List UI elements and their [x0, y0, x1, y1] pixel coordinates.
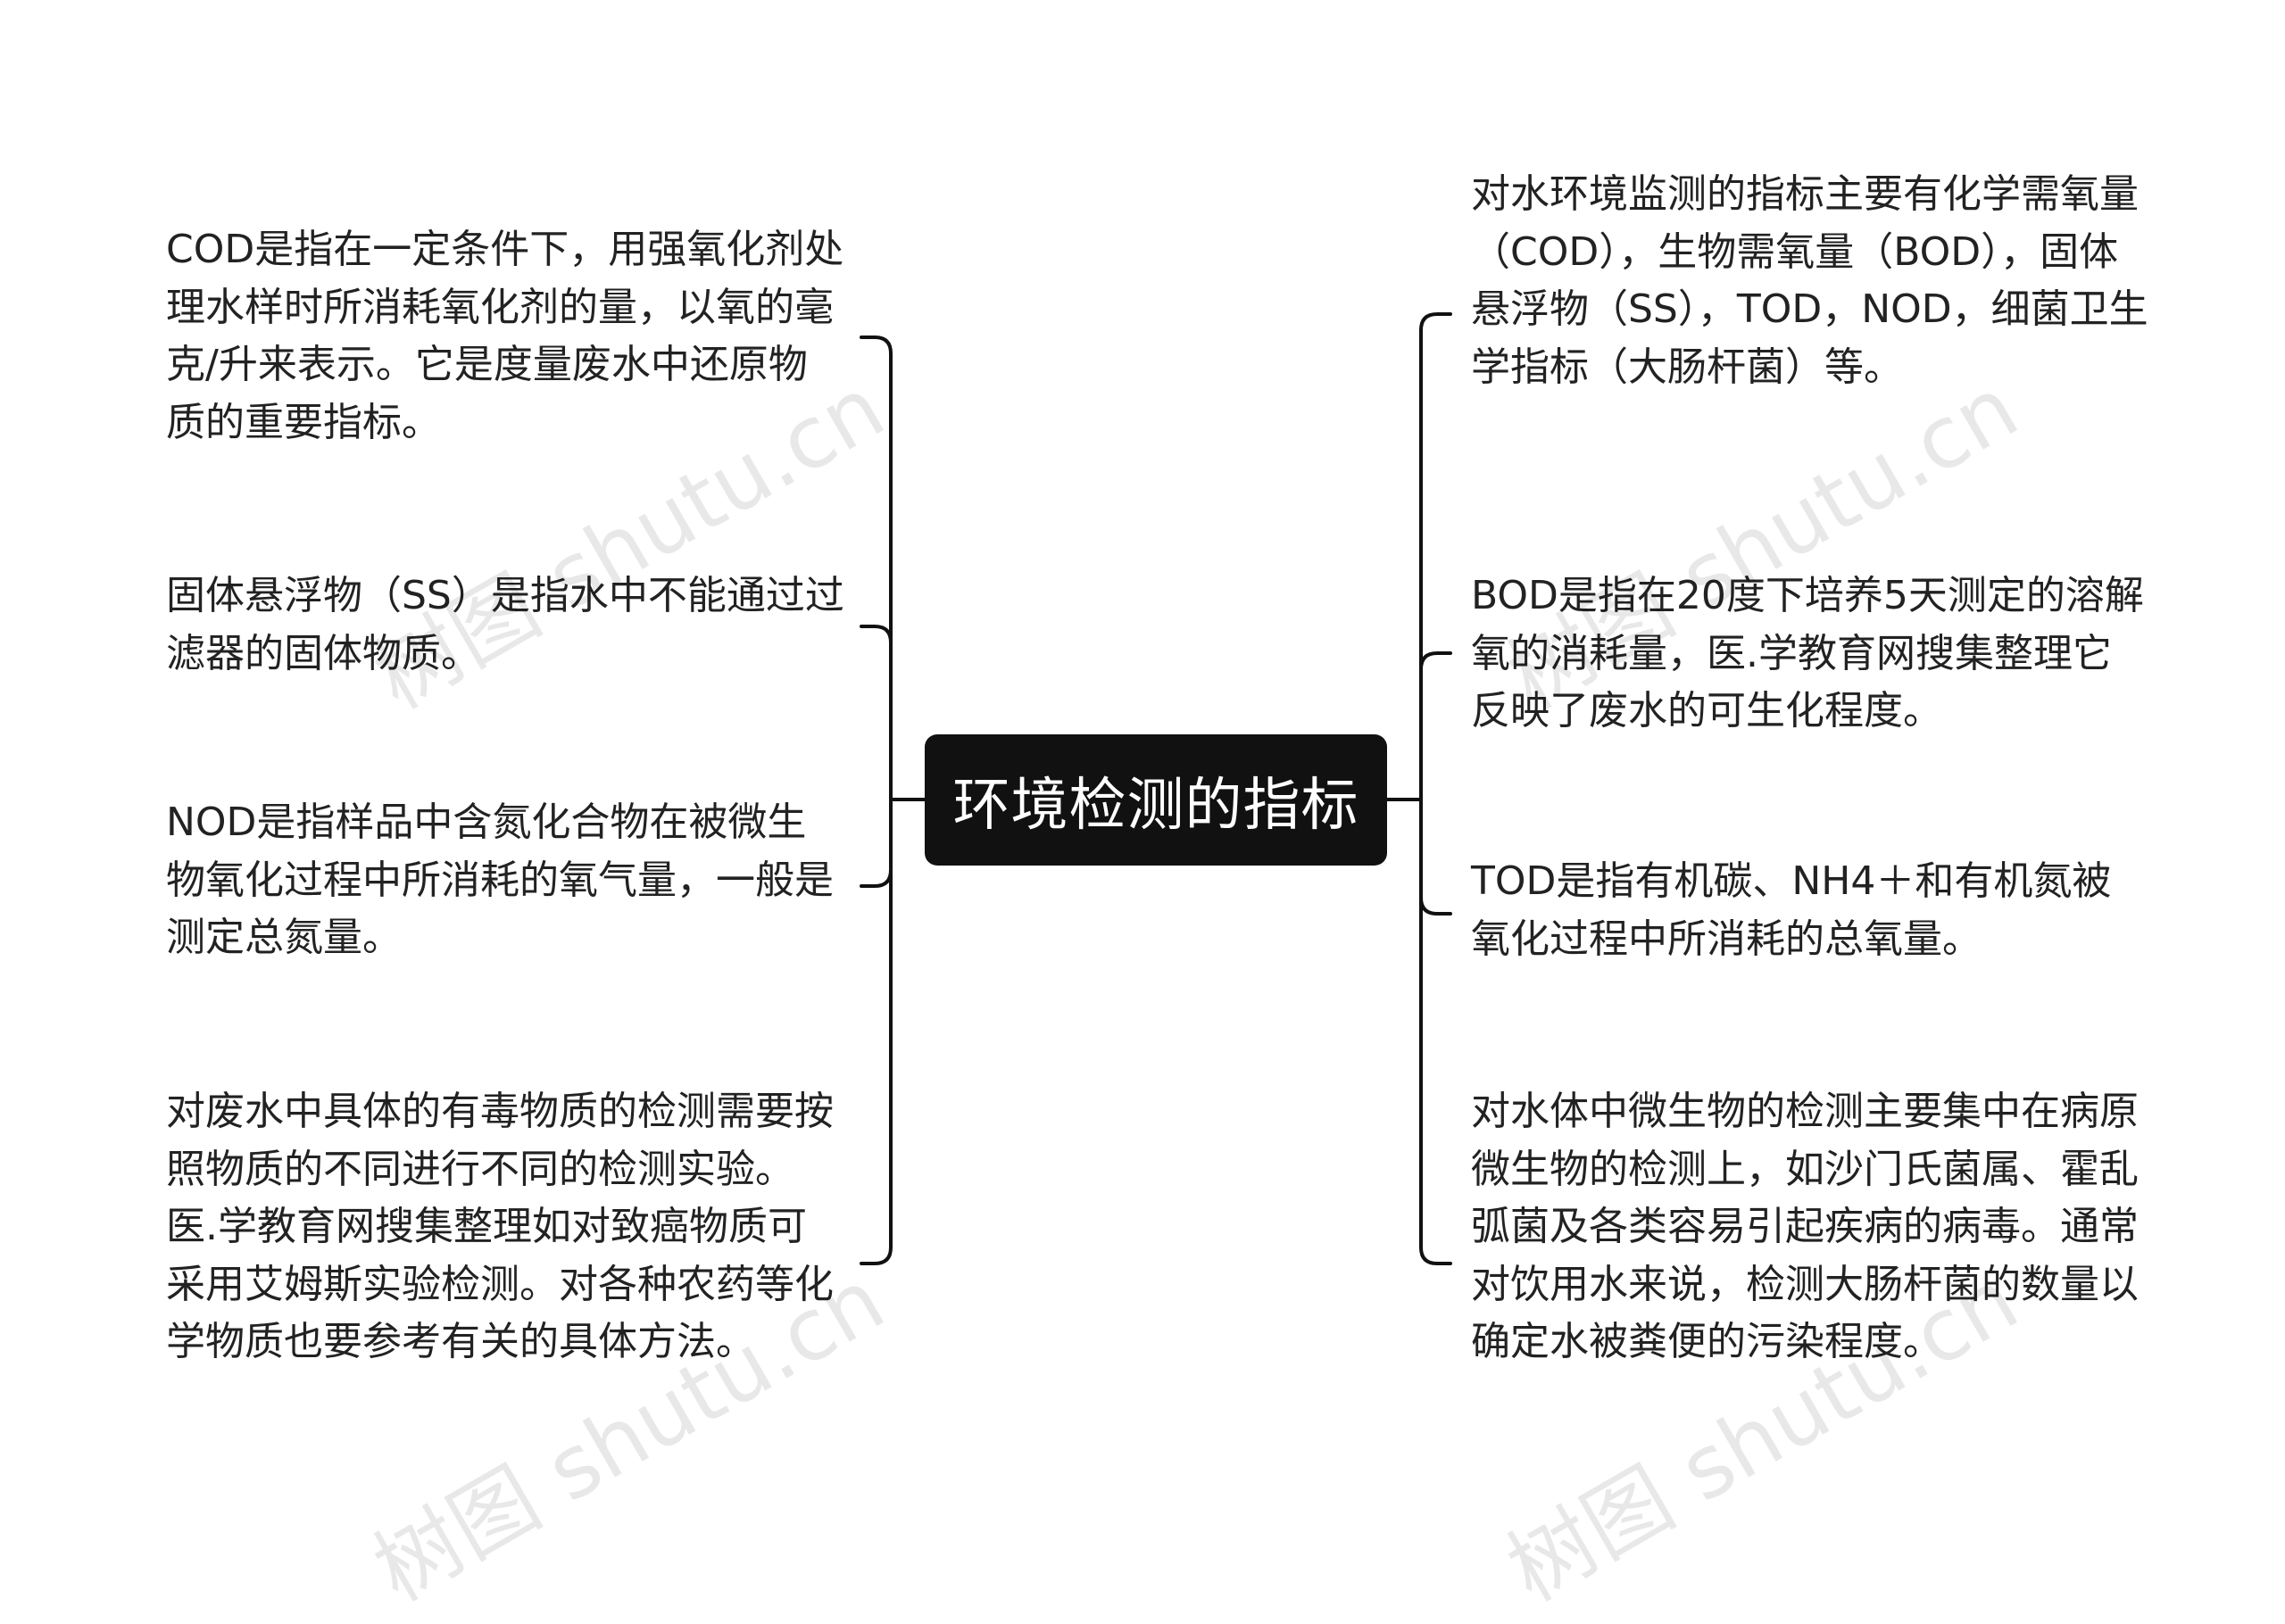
leaf-cod[interactable]: COD是指在一定条件下，用强氧化剂处理水样时所消耗氧化剂的量，以氧的毫克/升来表… — [166, 227, 844, 445]
connector-right-1 — [1419, 312, 1452, 332]
connector-left-4 — [860, 1246, 893, 1265]
leaf-toxic[interactable]: 对废水中具体的有毒物质的检测需要按照物质的不同进行不同的检测实验。医.学教育网搜… — [166, 1089, 834, 1364]
leaf-bod[interactable]: BOD是指在20度下培养5天测定的溶解氧的消耗量，医.学教育网搜集整理它反映了废… — [1471, 573, 2144, 733]
leaf-tod[interactable]: TOD是指有机碳、NH4＋和有机氮被氧化过程中所消耗的总氧量。 — [1471, 858, 2112, 962]
leaf-ss[interactable]: 固体悬浮物（SS）是指水中不能通过过滤器的固体物质。 — [166, 573, 844, 676]
connector-left-3 — [860, 868, 893, 888]
leaf-microbe[interactable]: 对水体中微生物的检测主要集中在病原微生物的检测上，如沙门氏菌属、霍乱弧菌及各类容… — [1471, 1089, 2139, 1364]
connector-right-4 — [1419, 1246, 1452, 1265]
connector-left-1 — [860, 336, 893, 355]
leaf-indicators[interactable]: 对水环境监测的指标主要有化学需氧量（COD），生物需氧量（BOD），固体悬浮物（… — [1471, 171, 2148, 390]
connector-left-2 — [860, 625, 893, 644]
connector-right-3 — [1419, 896, 1452, 916]
leaf-nod[interactable]: NOD是指样品中含氮化合物在被微生物氧化过程中所消耗的氧气量，一般是测定总氮量。 — [166, 800, 834, 960]
connector-lines — [860, 312, 1452, 1265]
root-title: 环境检测的指标 — [952, 772, 1359, 839]
connector-right-2 — [1419, 651, 1452, 671]
root-node[interactable]: 环境检测的指标 — [925, 734, 1387, 866]
